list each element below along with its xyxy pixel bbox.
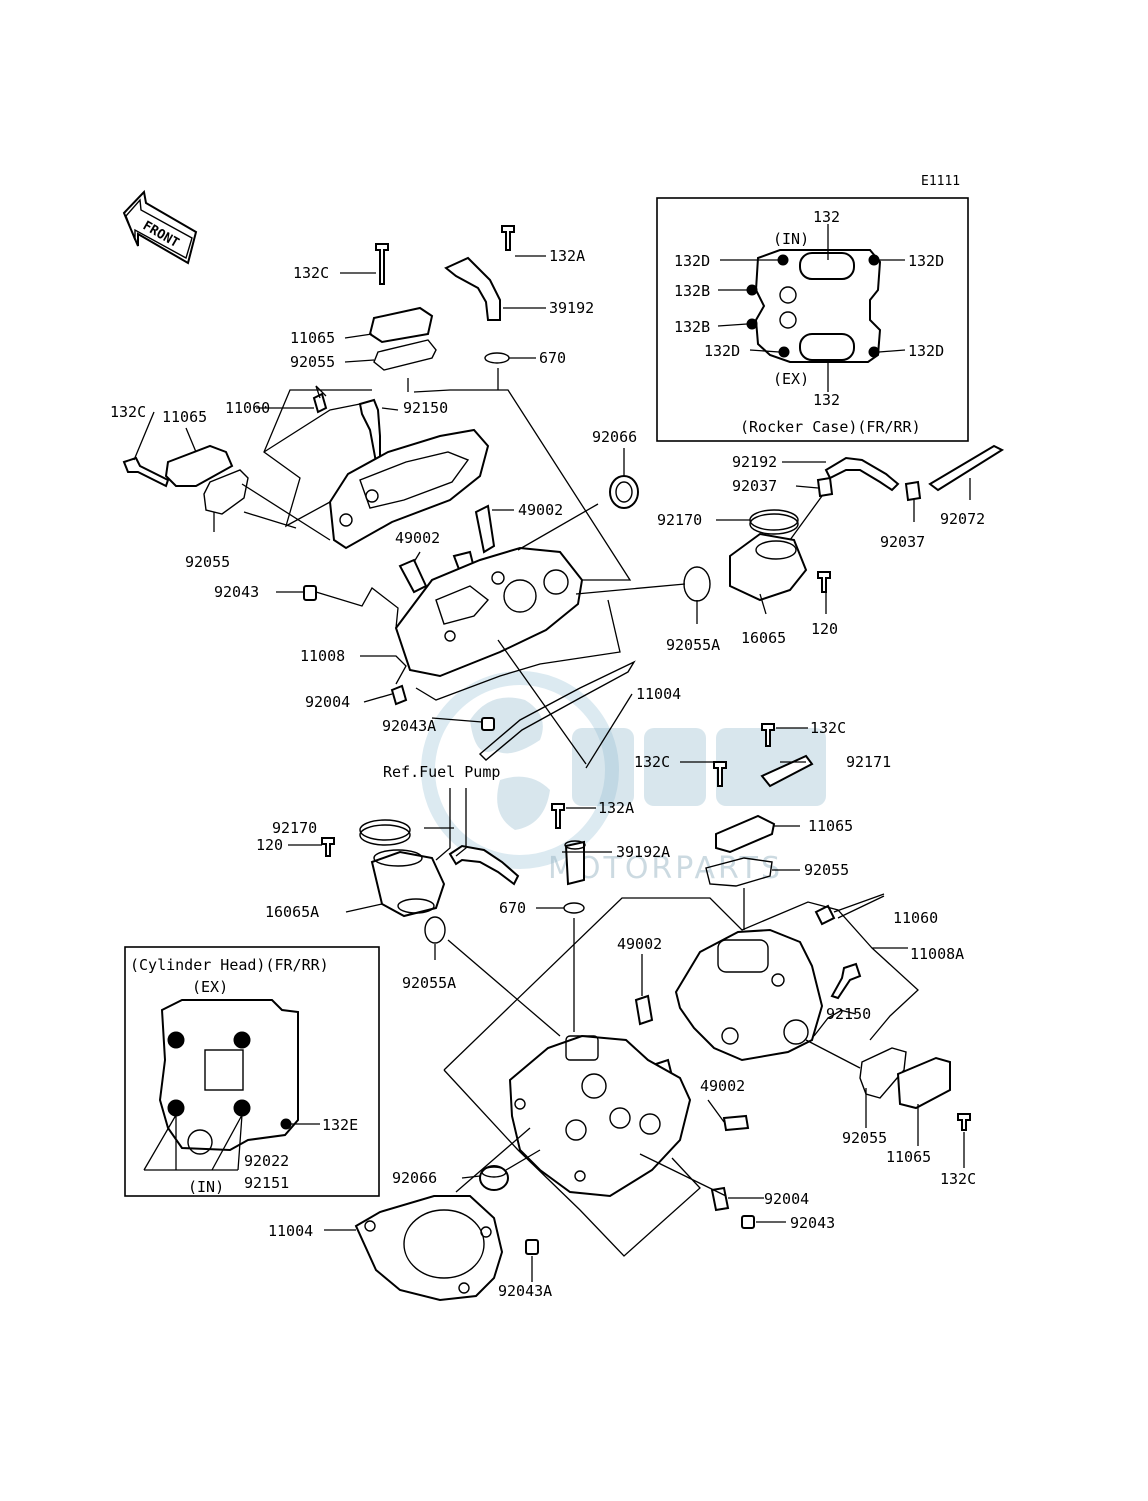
head-label-92022: 92022 [244, 1152, 289, 1170]
label-16065: 16065 [741, 629, 786, 647]
label-92043-a: 92043 [214, 583, 259, 601]
label-132a-a: 132A [549, 247, 585, 265]
rocker-label-132d-tl: 132D [674, 252, 710, 270]
rocker-label-132-top: 132 [813, 208, 840, 226]
label-49002-d: 49002 [700, 1077, 745, 1095]
label-92055a-b: 92055A [402, 974, 456, 992]
label-120-a: 120 [811, 620, 838, 638]
label-132c-c: 132C [810, 719, 846, 737]
rocker-label-132d-bl: 132D [704, 342, 740, 360]
rear-assembly [321, 723, 971, 1302]
label-132c-e: 132C [940, 1170, 976, 1188]
label-92150-b: 92150 [826, 1005, 871, 1023]
rocker-label-132b-2: 132B [674, 318, 710, 336]
label-92171: 92171 [846, 753, 891, 771]
label-92170-a: 92170 [657, 511, 702, 529]
rocker-label-132-bottom: 132 [813, 391, 840, 409]
label-132c-a: 132C [293, 264, 329, 282]
label-92192: 92192 [732, 453, 777, 471]
label-11004-a: 11004 [636, 685, 681, 703]
label-120-b: 120 [256, 836, 283, 854]
rocker-ex-label: (EX) [773, 370, 809, 388]
label-92072: 92072 [940, 510, 985, 528]
label-92037-a: 92037 [732, 477, 777, 495]
label-11060-b: 11060 [893, 909, 938, 927]
label-11060-a: 11060 [225, 399, 270, 417]
label-11004-b: 11004 [268, 1222, 313, 1240]
front-arrow-icon: FRONT [122, 189, 198, 265]
head-label-132e: 132E [322, 1116, 358, 1134]
label-92043a-b: 92043A [498, 1282, 552, 1300]
rocker-label-132d-br: 132D [908, 342, 944, 360]
rocker-in-label: (IN) [773, 230, 809, 248]
watermark: MOTORPARTS [421, 671, 826, 886]
label-11065-b: 11065 [162, 408, 207, 426]
label-16065a: 16065A [265, 903, 319, 921]
label-92055-a: 92055 [290, 353, 335, 371]
ref-fuel-pump-note: Ref.Fuel Pump [383, 763, 500, 781]
leader-lines [133, 255, 971, 1282]
label-39192: 39192 [549, 299, 594, 317]
watermark-sub: MOTORPARTS [548, 851, 783, 886]
label-39192a: 39192A [616, 843, 670, 861]
label-670-b: 670 [499, 899, 526, 917]
label-92004-a: 92004 [305, 693, 350, 711]
head-label-92151: 92151 [244, 1174, 289, 1192]
label-132c-b: 132C [110, 403, 146, 421]
cylinder-head-inset: (Cylinder Head)(FR/RR) (EX) 132E 92022 (… [124, 946, 380, 1197]
label-11008: 11008 [300, 647, 345, 665]
label-92037-b: 92037 [880, 533, 925, 551]
head-in-label: (IN) [188, 1178, 224, 1196]
label-92066-b: 92066 [392, 1169, 437, 1187]
label-49002-c: 49002 [617, 935, 662, 953]
callout-labels: 132C 132A 39192 11065 92055 670 132C 110… [110, 247, 985, 1300]
label-92055-d: 92055 [842, 1129, 887, 1147]
label-92170-b: 92170 [272, 819, 317, 837]
label-92043a-a: 92043A [382, 717, 436, 735]
label-92150-a: 92150 [403, 399, 448, 417]
label-132c-d: 132C [634, 753, 670, 771]
rocker-case-inset: 132 (IN) 132D 132D 132B 132B 132D 132D (… [656, 197, 969, 442]
rocker-label-132d-tr: 132D [908, 252, 944, 270]
head-inset-title: (Cylinder Head)(FR/RR) [130, 956, 329, 974]
label-132a-b: 132A [598, 799, 634, 817]
label-49002-a: 49002 [518, 501, 563, 519]
label-92066-a: 92066 [592, 428, 637, 446]
front-assembly [122, 225, 1005, 761]
label-11008a: 11008A [910, 945, 964, 963]
label-11065-a: 11065 [290, 329, 335, 347]
diagram-code: E1111 [921, 174, 960, 189]
label-49002-b: 49002 [395, 529, 440, 547]
label-11065-d: 11065 [886, 1148, 931, 1166]
label-92004-b: 92004 [764, 1190, 809, 1208]
rocker-inset-title: (Rocker Case)(FR/RR) [740, 418, 921, 436]
label-92043-b: 92043 [790, 1214, 835, 1232]
label-92055-c: 92055 [804, 861, 849, 879]
label-670-a: 670 [539, 349, 566, 367]
head-ex-label: (EX) [192, 978, 228, 996]
label-92055-b: 92055 [185, 553, 230, 571]
label-92055a-a: 92055A [666, 636, 720, 654]
rocker-label-132b-1: 132B [674, 282, 710, 300]
label-11065-c: 11065 [808, 817, 853, 835]
